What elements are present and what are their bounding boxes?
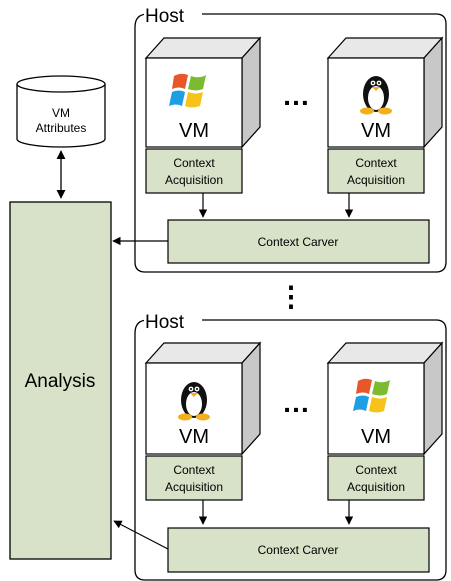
host-2-vm-left-label: VM — [179, 426, 209, 448]
acq-label-line2: Acquisition — [165, 173, 223, 187]
host-1-vm-left: VM — [144, 36, 262, 149]
host-1-label: Host — [145, 6, 185, 27]
acq-label-line2: Acquisition — [347, 480, 405, 494]
linux-tux-icon — [360, 76, 392, 115]
vm-attributes-label-line1: VM — [52, 106, 70, 120]
host-1-context-carver: Context Carver — [167, 219, 430, 264]
arrow-carver-to-analysis — [113, 520, 169, 550]
vm-attributes-label-line2: Attributes — [36, 121, 87, 135]
acq-label-line1: Context — [173, 156, 215, 170]
linux-tux-icon — [178, 382, 210, 421]
host-2-acq-left: Context Acquisition — [145, 455, 243, 501]
windows-logo-icon — [353, 378, 390, 413]
hosts-ellipsis: ⋮ — [277, 281, 305, 312]
host-1-acq-left: Context Acquisition — [145, 148, 243, 194]
context-carver-label: Context Carver — [258, 235, 339, 249]
acq-label-line2: Acquisition — [165, 480, 223, 494]
acq-label-line1: Context — [355, 156, 397, 170]
host-1: Host VM Context Acquisition … — [112, 4, 447, 273]
host-1-vm-left-label: VM — [179, 120, 209, 142]
acq-label-line1: Context — [173, 463, 215, 477]
host-1-vm-right: VM — [326, 36, 444, 149]
analysis-box: Analysis — [9, 201, 112, 560]
host-2-label: Host — [145, 312, 185, 333]
host-2-context-carver: Context Carver — [167, 527, 430, 573]
host-2-acq-right: Context Acquisition — [327, 455, 425, 501]
host-2-vm-left: VM — [144, 341, 262, 456]
analysis-label: Analysis — [25, 371, 96, 392]
acq-label-line1: Context — [355, 463, 397, 477]
windows-logo-icon — [169, 73, 206, 108]
host-1-vm-ellipsis: … — [282, 80, 310, 111]
host-2-vm-right-label: VM — [361, 426, 391, 448]
host-2-vm-right: VM — [326, 341, 444, 456]
context-carver-label: Context Carver — [258, 543, 339, 557]
acq-label-line2: Acquisition — [347, 173, 405, 187]
host-1-vm-right-label: VM — [361, 120, 391, 142]
host-1-acq-right: Context Acquisition — [327, 148, 425, 194]
host-2-vm-ellipsis: … — [282, 387, 310, 418]
host-2: Host VM Context Acquisition … — [113, 310, 447, 581]
vm-attributes-database: VM Attributes — [16, 75, 106, 148]
